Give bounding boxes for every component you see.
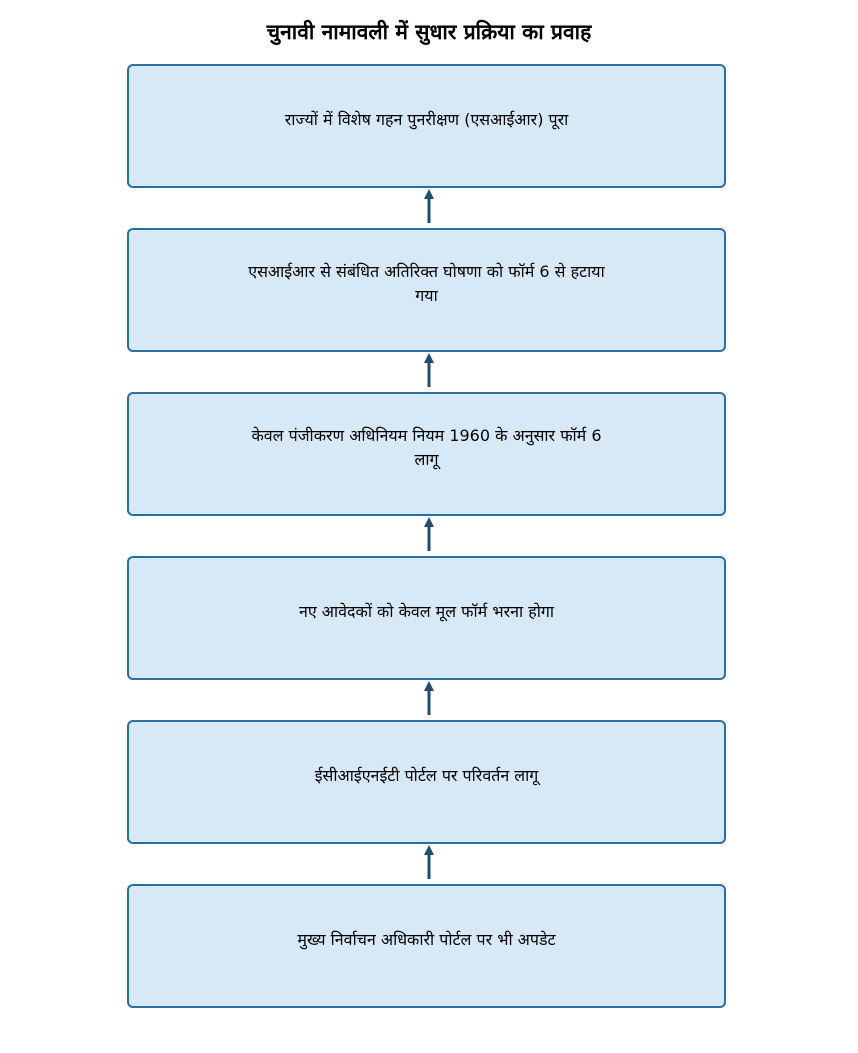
arrow-up-icon bbox=[424, 681, 434, 715]
step-box-3: केवल पंजीकरण अधिनियम नियम 1960 के अनुसार… bbox=[127, 392, 726, 516]
diagram-title: चुनावी नामावली में सुधार प्रक्रिया का प्… bbox=[266, 20, 592, 44]
step-label-5: ईसीआईएनईटी पोर्टल पर परिवर्तन लागू bbox=[314, 766, 539, 785]
arrow-up-icon bbox=[424, 353, 434, 387]
step-box-5: ईसीआईएनईटी पोर्टल पर परिवर्तन लागू bbox=[127, 720, 726, 844]
arrow-up-icon bbox=[424, 845, 434, 879]
arrow-up-icon bbox=[424, 517, 434, 551]
step-box-4: नए आवेदकों को केवल मूल फॉर्म भरना होगा bbox=[127, 556, 726, 680]
step-label-1: राज्यों में विशेष गहन पुनरीक्षण (एसआईआर)… bbox=[284, 110, 569, 129]
step-label-3: केवल पंजीकरण अधिनियम नियम 1960 के अनुसार… bbox=[251, 426, 602, 469]
step-label-2: एसआईआर से संबंधित अतिरिक्त घोषणा को फॉर्… bbox=[248, 262, 605, 305]
step-box-1: राज्यों में विशेष गहन पुनरीक्षण (एसआईआर)… bbox=[127, 64, 726, 188]
step-box-2: एसआईआर से संबंधित अतिरिक्त घोषणा को फॉर्… bbox=[127, 228, 726, 352]
step-box-6: मुख्य निर्वाचन अधिकारी पोर्टल पर भी अपडे… bbox=[127, 884, 726, 1008]
step-label-4: नए आवेदकों को केवल मूल फॉर्म भरना होगा bbox=[298, 602, 555, 621]
arrow-up-icon bbox=[424, 189, 434, 223]
step-label-6: मुख्य निर्वाचन अधिकारी पोर्टल पर भी अपडे… bbox=[297, 930, 556, 949]
